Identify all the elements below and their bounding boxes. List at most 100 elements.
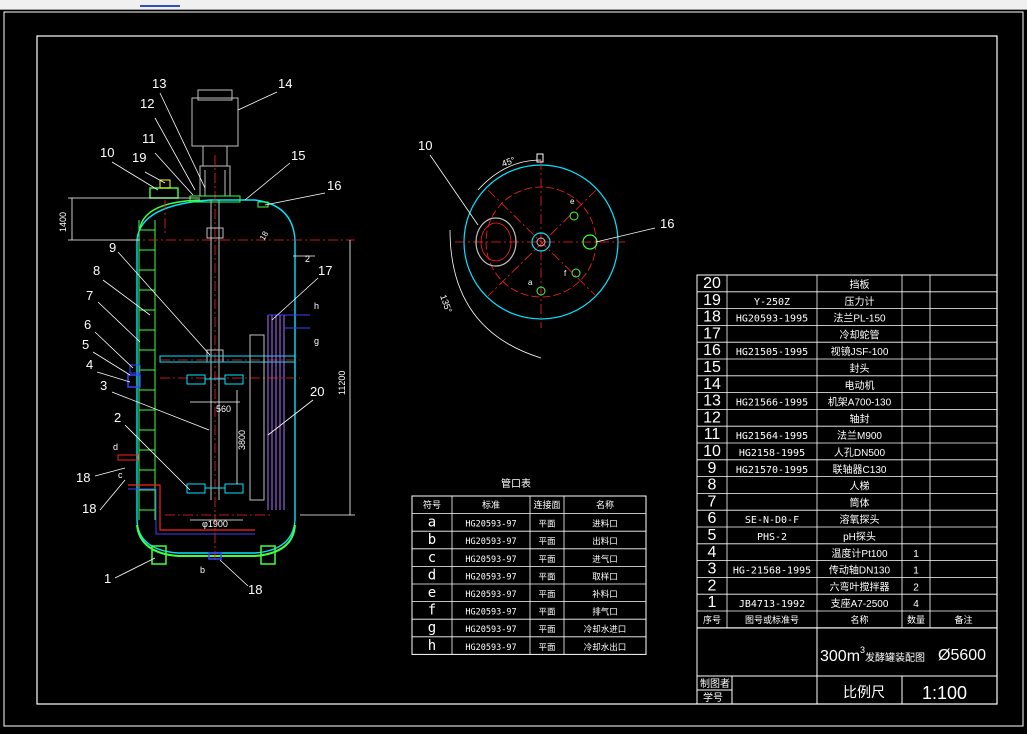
parts-cell: 20 xyxy=(703,275,721,292)
plan-letter-a: a xyxy=(528,278,533,287)
balloon-18c: 18 xyxy=(248,582,262,597)
balloon-6: 6 xyxy=(84,317,91,332)
plan-balloon-16: 16 xyxy=(660,216,674,231)
balloon-10: 10 xyxy=(100,145,114,160)
parts-cell: 19 xyxy=(703,292,721,309)
nozzle-table-title: 管口表 xyxy=(501,477,531,490)
parts-cell: 6 xyxy=(708,510,717,527)
angle-45: 45° xyxy=(500,155,517,169)
nozzle-cell: HG20593-97 xyxy=(465,590,516,600)
nozzle-cell: 平面 xyxy=(538,625,556,635)
dim-11200: 11200 xyxy=(337,371,347,395)
parts-header-cell: 备注 xyxy=(954,614,972,625)
plan-letter-f: f xyxy=(564,269,567,278)
nozzle-cell: HG20593-97 xyxy=(465,520,516,530)
parts-cell: HG-21568-1995 xyxy=(733,566,811,577)
parts-cell: 机架A700-130 xyxy=(828,396,892,409)
parts-cell: 5 xyxy=(708,527,717,544)
parts-cell: 视镜JSF-100 xyxy=(831,345,889,358)
balloon-3: 3 xyxy=(100,378,107,393)
nozzle-cell: HG20593-97 xyxy=(465,572,516,582)
letter-c: c xyxy=(118,470,123,480)
parts-cell: 18 xyxy=(703,309,721,326)
parts-cell: 8 xyxy=(708,477,717,494)
drawing-title: 300m3发酵罐装配图 xyxy=(820,645,925,665)
parts-cell: HG2158-1995 xyxy=(739,448,805,459)
leader-lines xyxy=(92,91,326,587)
nozzle-d xyxy=(117,454,139,461)
window-title-strip xyxy=(0,0,1027,10)
angle-45-arc xyxy=(477,159,542,191)
plan-d2 xyxy=(487,189,597,297)
balloon-17: 17 xyxy=(318,263,332,278)
nozzle-cell: 平面 xyxy=(538,572,556,582)
nozzle-header-cell: 标准 xyxy=(482,499,500,510)
scale-label: 比例尺 xyxy=(843,684,885,700)
parts-cell: 法兰M900 xyxy=(837,429,882,442)
angle-135-arc xyxy=(449,229,542,359)
nozzle-cell: HG20593-97 xyxy=(465,555,516,565)
inlet-pipe xyxy=(128,484,255,531)
parts-cell: PHS-2 xyxy=(757,532,787,543)
parts-cell: 温度计Pt100 xyxy=(831,547,888,560)
balloon-9: 9 xyxy=(109,240,116,255)
plan-leader-16 xyxy=(595,227,656,243)
nozzle-cell: 平面 xyxy=(538,537,556,547)
parts-cell: 2 xyxy=(913,582,919,593)
dim-1400: 1400 xyxy=(58,212,68,232)
bottom-head xyxy=(136,524,296,557)
parts-cell: 支座A7-2500 xyxy=(831,597,889,610)
parts-cell: 3 xyxy=(708,561,717,578)
ladder xyxy=(138,220,156,520)
balloon-18a: 18 xyxy=(76,470,90,485)
cad-drawing-canvas[interactable]: 1400 11200 3800 560 φ1900 2 18 h g d c b xyxy=(0,10,1027,730)
letter-g: g xyxy=(314,336,319,346)
balloon-4: 4 xyxy=(86,357,93,372)
plan-letter-e: e xyxy=(570,197,575,206)
nozzle-cell: 平面 xyxy=(538,643,556,653)
shaft-plan-inner xyxy=(536,237,546,247)
parts-cell: 1 xyxy=(913,566,919,577)
parts-cell: pH探头 xyxy=(843,530,876,543)
nozzle-cell: 平面 xyxy=(538,608,556,618)
nozzle-cell: d xyxy=(428,567,436,583)
title-block xyxy=(696,627,998,705)
probe-5 xyxy=(127,374,141,388)
nozzle-b xyxy=(208,552,222,560)
plan-balloon-10: 10 xyxy=(418,138,432,153)
parts-cell: 13 xyxy=(703,393,721,410)
parts-cell: 10 xyxy=(703,443,721,460)
parts-cell: 冷却蛇管 xyxy=(840,328,880,341)
letter-d: d xyxy=(113,442,118,452)
parts-cell: 人梯 xyxy=(850,480,870,493)
parts-cell: 六弯叶搅拌器 xyxy=(830,580,890,593)
parts-cell: 轴封 xyxy=(850,412,870,425)
scale-value: 1:100 xyxy=(922,683,967,703)
student-id-label: 学号 xyxy=(703,691,723,704)
nozzle-cell: 进料口 xyxy=(592,519,618,530)
parts-cell: SE-N-D0-F xyxy=(745,515,799,526)
nozzle-cell: c xyxy=(428,550,436,566)
parts-cell: 11 xyxy=(704,426,721,443)
parts-cell: 16 xyxy=(703,342,721,359)
balloon-13: 13 xyxy=(152,76,166,91)
manhole-plan xyxy=(475,217,517,267)
dim-1900: φ1900 xyxy=(202,519,228,529)
parts-cell: 4 xyxy=(708,544,717,561)
shaft-plan xyxy=(531,232,551,252)
parts-cell: 电动机 xyxy=(845,379,875,392)
nozzle-cell: 冷却水进口 xyxy=(584,624,627,635)
nozzle-cell: HG20593-97 xyxy=(465,608,516,618)
angle-135: 135° xyxy=(438,293,454,314)
parts-cell: HG21570-1995 xyxy=(736,465,808,476)
manhole-plan-inner xyxy=(480,222,512,262)
dim-560: 560 xyxy=(216,404,231,414)
nozzle-cell: 补料口 xyxy=(592,589,618,600)
dim-3800: 3800 xyxy=(237,430,247,450)
nozzle-cell: 进气口 xyxy=(592,554,618,565)
nozzle-cell: HG20593-97 xyxy=(465,643,516,653)
parts-cell: 1 xyxy=(708,594,717,611)
inlet-pipe-inner xyxy=(128,488,255,535)
nozzle-header-cell: 连接面 xyxy=(533,499,560,510)
